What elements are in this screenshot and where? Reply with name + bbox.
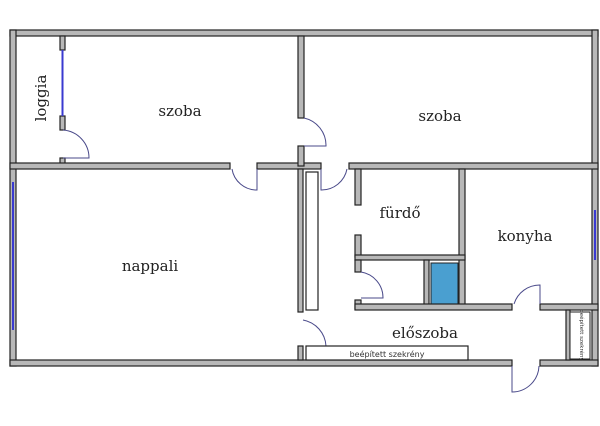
middle-wall xyxy=(348,162,599,170)
middle-wall xyxy=(256,162,322,170)
outer-wall-bottom-left xyxy=(9,359,513,367)
room-label-szoba1: szoba xyxy=(158,102,201,120)
door-konyha xyxy=(513,284,541,305)
door-wc xyxy=(360,271,384,299)
furdo-wall-left xyxy=(354,168,362,206)
walls xyxy=(9,29,599,367)
room-label-loggia: loggia xyxy=(32,75,50,122)
nappali-right-wall xyxy=(297,168,304,313)
loggia-wall xyxy=(59,115,66,131)
wc-wall-right xyxy=(423,259,430,306)
door-loggia xyxy=(62,129,90,159)
room-label-furdo: fürdő xyxy=(379,204,420,222)
furdo-wall-right xyxy=(458,168,466,310)
outer-wall-bottom-right xyxy=(539,359,599,367)
closet-nappali xyxy=(305,171,319,311)
room-label-konyha: konyha xyxy=(498,227,553,245)
doors xyxy=(62,117,541,393)
door-hall-top xyxy=(320,168,348,191)
room-label-nappali: nappali xyxy=(122,257,179,275)
closet-small-label: beépített szekrény xyxy=(578,309,585,361)
door-szoba2 xyxy=(303,117,327,147)
furdo-wall-bottom xyxy=(354,254,466,261)
closet-hall-label: beépített szekrény xyxy=(350,349,425,359)
door-entrance xyxy=(511,365,540,393)
wc-wall-left xyxy=(354,259,362,273)
windows xyxy=(12,50,596,330)
outer-wall-top xyxy=(9,29,599,37)
room-label-szoba2: szoba xyxy=(418,107,461,125)
room-label-eloszoba: előszoba xyxy=(392,324,458,342)
loggia-wall xyxy=(59,35,66,51)
szoba-divider-wall xyxy=(297,35,305,119)
closet-small xyxy=(569,311,591,360)
door-nappali xyxy=(302,319,327,347)
closet-hall xyxy=(305,345,469,361)
hall-wall-top xyxy=(354,303,513,311)
hall-wall-top xyxy=(539,303,599,311)
small-closet-wall xyxy=(565,309,571,361)
shaft xyxy=(430,262,459,305)
hall-wall xyxy=(297,345,304,361)
szoba-divider-wall xyxy=(297,145,305,167)
outer-wall-right xyxy=(591,29,599,367)
furdo-wall-left xyxy=(354,234,362,258)
door-szoba1 xyxy=(231,168,258,191)
middle-wall xyxy=(9,162,231,170)
